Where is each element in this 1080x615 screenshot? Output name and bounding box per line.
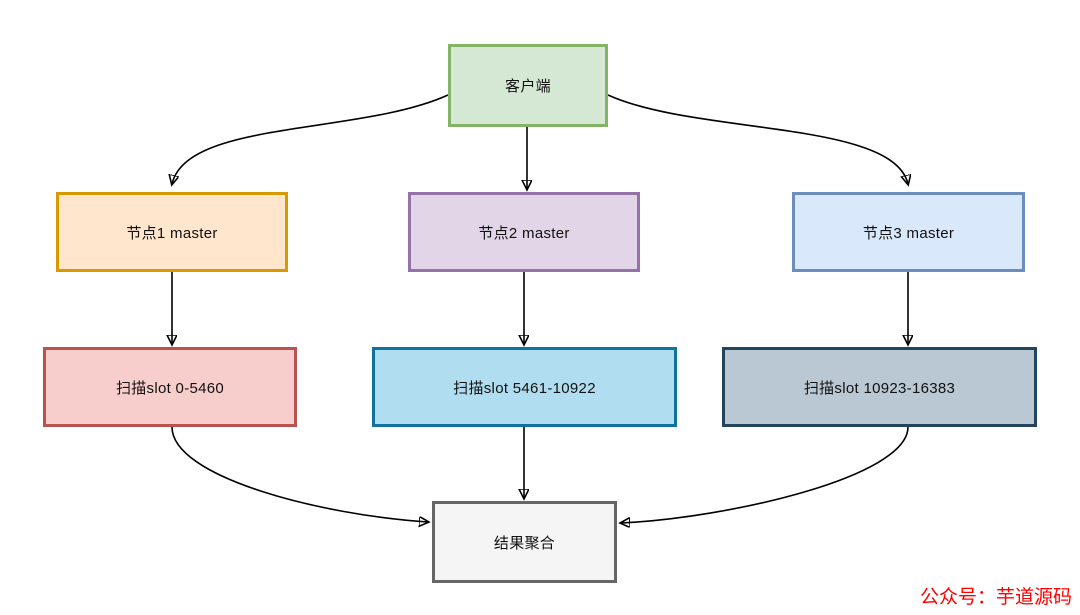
node-scan-slot-2-label: 扫描slot 5461-10922 — [453, 379, 596, 397]
node-scan-slot-2: 扫描slot 5461-10922 — [372, 347, 677, 427]
node-master-2: 节点2 master — [408, 192, 640, 272]
edge-scan1-result — [171, 426, 428, 522]
node-master-3-label: 节点3 master — [862, 224, 955, 242]
node-master-1: 节点1 master — [56, 192, 288, 272]
node-master-3: 节点3 master — [792, 192, 1025, 272]
node-result-aggregate: 结果聚合 — [432, 501, 617, 583]
edge-client-node1 — [172, 94, 449, 184]
node-scan-slot-3: 扫描slot 10923-16383 — [722, 347, 1037, 427]
edge-client-node3 — [607, 94, 908, 184]
node-client-label: 客户端 — [505, 78, 551, 95]
node-scan-slot-1: 扫描slot 0-5460 — [43, 347, 297, 427]
node-master-1-label: 节点1 master — [126, 224, 218, 242]
node-client: 客户端 — [448, 44, 608, 127]
watermark-text: 公众号：芋道源码 — [919, 586, 1072, 608]
node-result-aggregate-label: 结果聚合 — [493, 534, 556, 552]
node-master-2-label: 节点2 master — [478, 224, 570, 242]
edge-scan3-result — [621, 426, 909, 523]
node-scan-slot-3-label: 扫描slot 10923-16383 — [803, 379, 956, 397]
node-scan-slot-1-label: 扫描slot 0-5460 — [115, 379, 225, 397]
